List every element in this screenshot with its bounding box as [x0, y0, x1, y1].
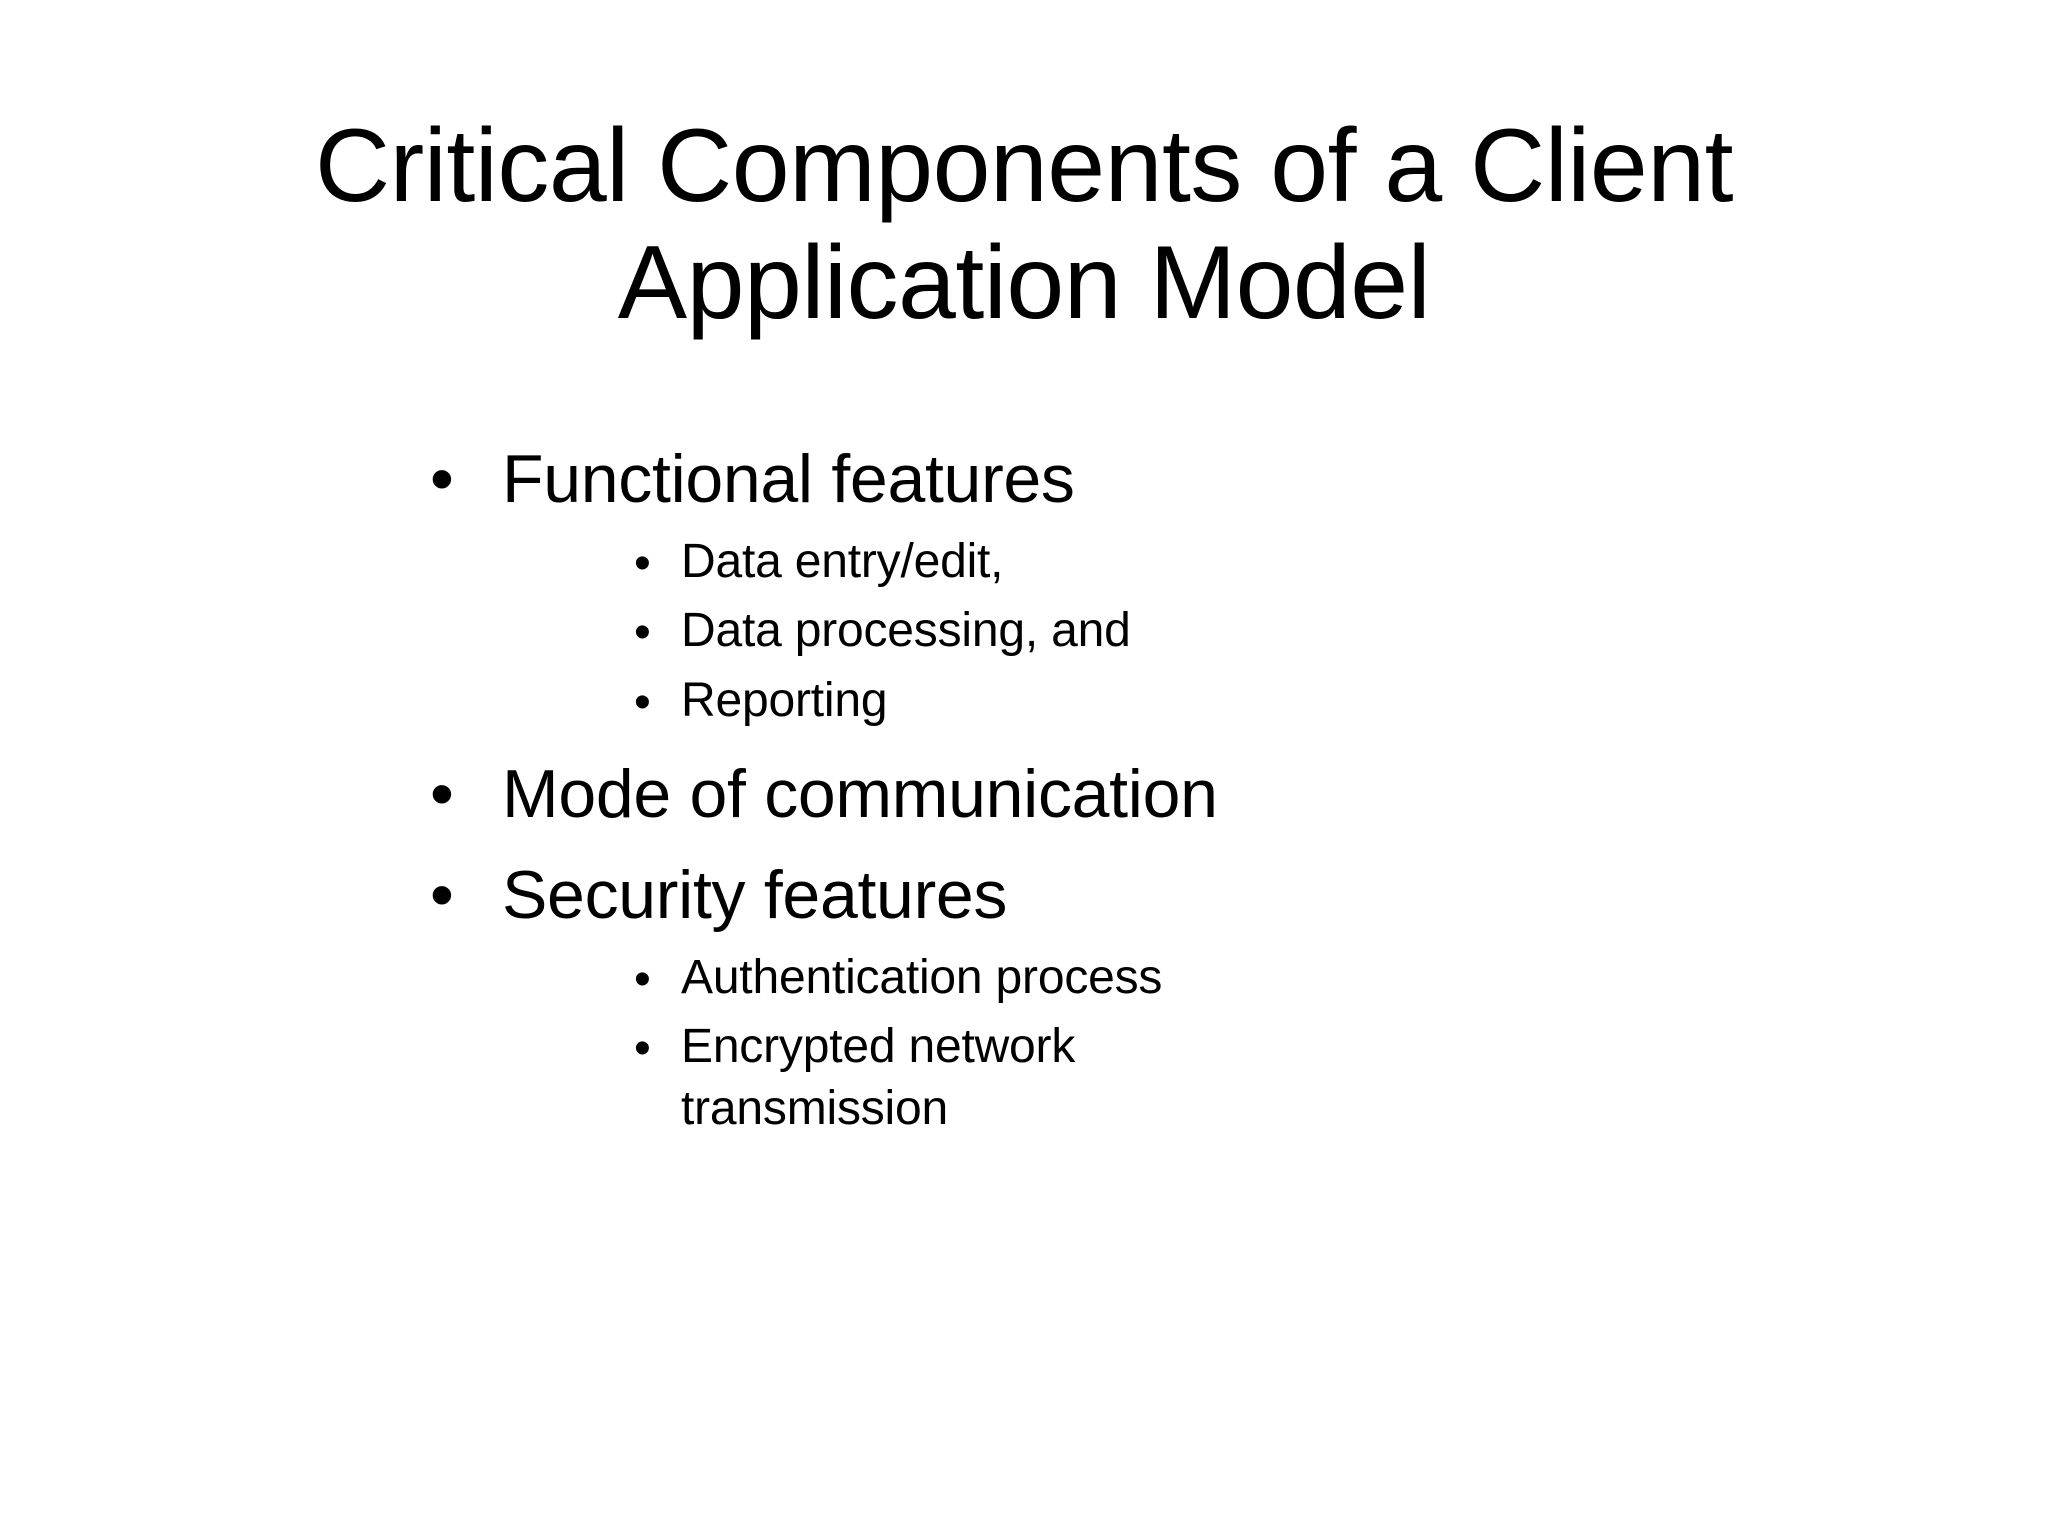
- bullet-item-data-processing: • Data processing, and: [0, 600, 2048, 665]
- bullet-label: Reporting: [681, 673, 888, 727]
- bullet-point-icon: •: [634, 675, 651, 729]
- slide-title: Critical Components of a Client Applicat…: [314, 107, 1734, 342]
- bullet-label: Data processing, and: [681, 604, 1131, 658]
- bullet-point-icon: •: [634, 537, 651, 591]
- bullet-label: Security features: [502, 856, 1008, 933]
- bullet-label: Functional features: [502, 441, 1075, 517]
- bullet-label: Mode of communication: [502, 755, 1218, 832]
- bullet-item-security-features: • Security features: [0, 852, 2048, 939]
- bullet-point-icon: •: [634, 1022, 651, 1076]
- bullet-item-encrypted-network-transmission: • Encrypted network transmission: [0, 1016, 2048, 1139]
- bullet-item-reporting: • Reporting: [0, 670, 2048, 735]
- bullet-point-icon: •: [430, 441, 454, 517]
- bullet-label: Data entry/edit,: [681, 535, 1004, 589]
- bullet-point-icon: •: [634, 952, 651, 1006]
- bullet-item-functional-features: • Functional features: [0, 436, 2048, 523]
- bullet-point-icon: •: [430, 755, 454, 832]
- bullet-point-icon: •: [634, 606, 651, 660]
- bullet-item-authentication-process: • Authentication process: [0, 947, 2048, 1012]
- bullet-item-mode-of-communication: • Mode of communication: [0, 751, 2048, 838]
- bullet-spacer: [0, 840, 2048, 852]
- bullet-label: Encrypted network transmission: [681, 1020, 1076, 1135]
- bullet-point-icon: •: [430, 856, 454, 933]
- slide-body-content: • Functional features • Data entry/edit,…: [0, 436, 2048, 1143]
- bullet-spacer: [0, 739, 2048, 751]
- bullet-item-data-entry-edit: • Data entry/edit,: [0, 531, 2048, 596]
- bullet-label: Authentication process: [681, 950, 1163, 1004]
